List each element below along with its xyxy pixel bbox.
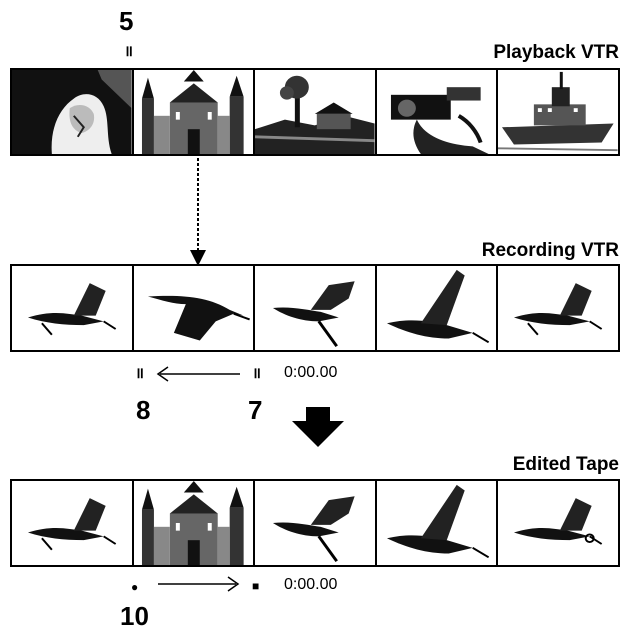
- castle-frame: [134, 481, 256, 565]
- result-arrow: [292, 407, 344, 449]
- step-5-number: 5: [119, 8, 133, 34]
- ship-frame: [498, 70, 618, 154]
- playback-strip: [10, 68, 620, 156]
- step-7-number: 7: [248, 397, 262, 423]
- step-10-number: 10: [120, 603, 149, 629]
- castle-frame: [134, 70, 256, 154]
- landscape-frame: [255, 70, 377, 154]
- bird-frame: [498, 481, 618, 565]
- step-8-number: 8: [136, 397, 150, 423]
- recording-counter: 0:00.00: [284, 365, 337, 381]
- pause-mark-8: ॥: [135, 366, 143, 381]
- bird-frame: [377, 266, 499, 350]
- rewind-arrow: [154, 364, 244, 384]
- edited-strip: [10, 479, 620, 567]
- pause-mark-7: ॥: [252, 366, 260, 381]
- record-dot: ●: [131, 580, 137, 595]
- bird-frame: [377, 481, 499, 565]
- stop-mark: ■: [252, 579, 258, 594]
- bird-frame: [134, 266, 256, 350]
- bird-frame: [255, 481, 377, 565]
- edited-counter: 0:00.00: [284, 577, 337, 593]
- hand-camera-frame: [377, 70, 499, 154]
- edited-tape-title: Edited Tape: [513, 455, 619, 475]
- bird-frame: [498, 266, 618, 350]
- bird-frame: [12, 481, 134, 565]
- transfer-arrow-dotted: [185, 156, 215, 271]
- recording-strip: [10, 264, 620, 352]
- pause-mark-5: ॥: [124, 44, 132, 59]
- person-frame: [12, 70, 134, 154]
- recording-vtr-title: Recording VTR: [482, 241, 619, 261]
- playback-vtr-title: Playback VTR: [493, 43, 619, 63]
- bird-frame: [12, 266, 134, 350]
- bird-frame: [255, 266, 377, 350]
- forward-arrow: [154, 574, 244, 594]
